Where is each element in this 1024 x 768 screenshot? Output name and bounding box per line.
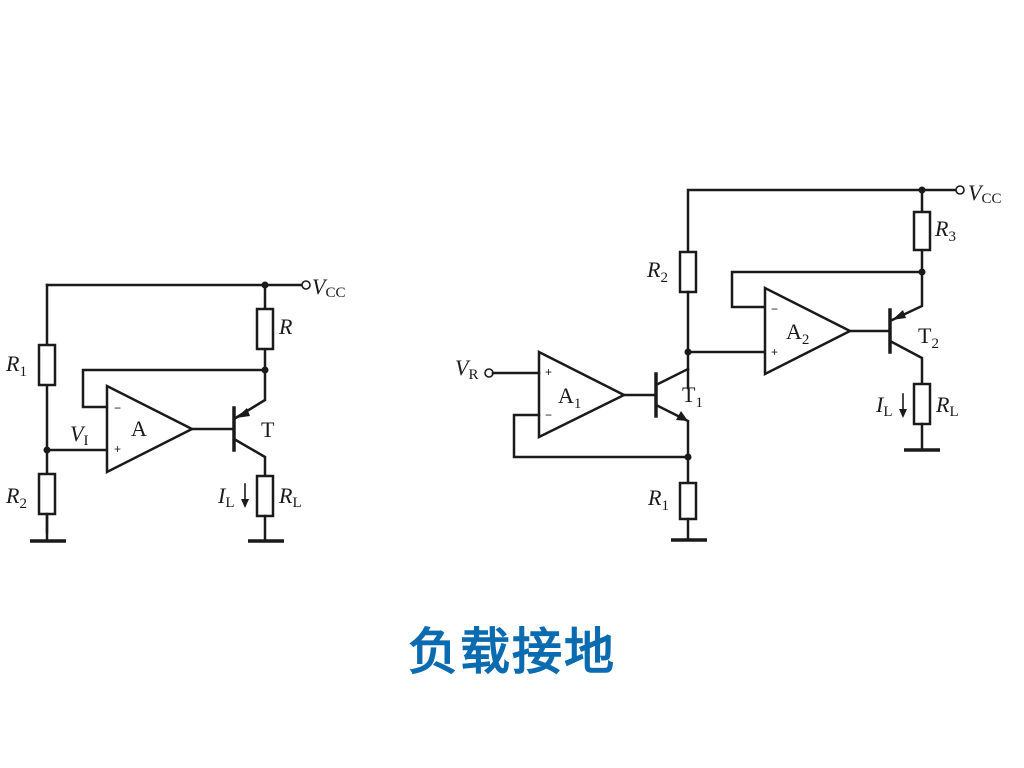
left-r1-resistor [37,343,57,387]
right-circuit: + − − + VCC R2 [455,180,1001,542]
right-il-label: IL [875,392,893,420]
right-a1-label: A1 [558,383,581,412]
right-r3-label: R3 [934,216,956,245]
slide-caption: 负载接地 [408,623,616,681]
right-t1-label: T1 [682,382,703,411]
right-a2-minus: − [771,302,778,316]
right-transistor-t1 [654,367,690,489]
right-a1-feedback-wire [512,413,690,459]
right-r3-resistor [912,210,932,252]
right-rl-label: RL [935,392,959,420]
left-t-label: T [261,417,275,442]
left-r2-resistor [37,472,57,516]
left-vi-label: VI [70,421,88,449]
left-rl-resistor [255,474,275,518]
right-supply-rail [686,188,958,254]
left-feedback-wire [81,368,267,409]
right-r1-label: R1 [647,485,669,514]
right-a2-plus: + [771,345,778,359]
right-opamp-a1 [537,349,627,440]
left-r1-label: R1 [5,351,27,380]
right-a1-minus: − [545,408,552,422]
left-opamp [105,383,195,475]
right-vr-label: VR [455,355,478,383]
left-vcc-terminal [301,280,311,290]
right-a1-plus: + [545,365,552,379]
right-r2-resistor [678,250,698,294]
left-rl-label: RL [278,483,302,511]
right-vcc-terminal [955,185,965,195]
right-a2-feedback-wire [730,270,924,309]
right-transistor-t2 [888,270,924,386]
left-circuit: − + VCC R1 R2 VI R A T IL RL [5,274,345,543]
left-opamp-plus: + [114,442,121,456]
left-r-resistor [255,307,275,351]
left-r-label: R [278,314,293,339]
left-il-label: IL [217,483,235,511]
left-transistor-t [232,368,267,478]
right-rl-resistor [912,382,932,426]
right-vcc-label: VCC [968,180,1001,207]
right-r1-resistor [678,481,698,521]
left-amp-label: A [131,416,147,441]
right-t2-label: T2 [918,323,939,352]
left-r2-label: R2 [5,483,27,512]
left-opamp-minus: − [114,401,121,415]
left-vcc-label: VCC [312,274,345,301]
right-a2-label: A2 [786,319,809,348]
right-opamp-a2 [763,285,853,377]
right-r2-label: R2 [646,257,668,286]
